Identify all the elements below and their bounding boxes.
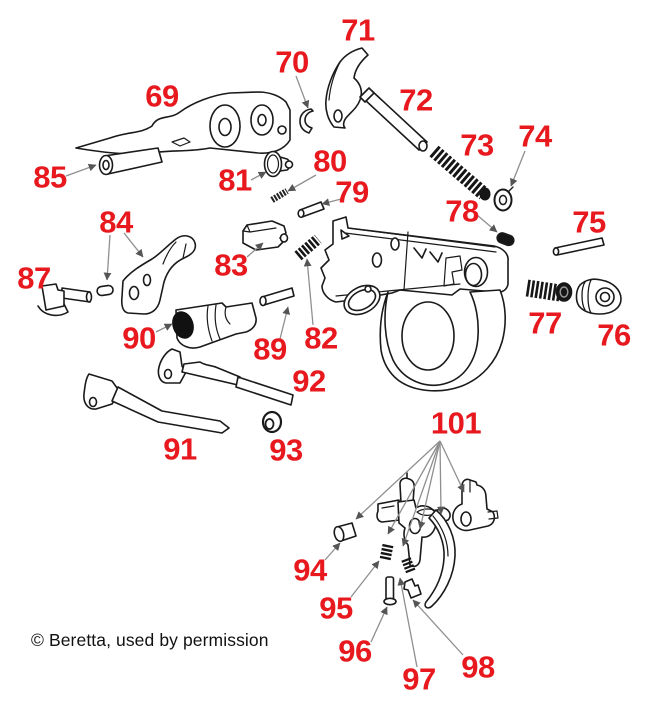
copyright-credit: © Beretta, used by permission [31,630,269,650]
part-90-sleeve [172,302,257,349]
callout-82: 82 [304,320,338,356]
part-76-round-cap [575,278,622,315]
leader-97 [397,577,418,668]
callout-75: 75 [572,204,606,240]
callout-90: 90 [122,320,156,356]
callout-77: 77 [528,305,562,341]
callout-78: 78 [445,193,479,229]
callout-72: 72 [399,82,433,118]
callout-87: 87 [17,260,51,296]
leader-lines [65,75,526,668]
leader-101 [401,440,441,547]
part-91-bent-lever [83,373,230,434]
part-75-straight-pin [552,237,605,256]
leader-90 [155,323,173,333]
callout-96: 96 [338,633,372,669]
part-98-stepped-piston [403,578,422,599]
callout-92: 92 [292,363,326,399]
part-89-short-pin [259,287,295,307]
callout-91: 91 [163,431,197,467]
callout-101: 101 [430,405,482,441]
part-101-trigger-group [376,472,499,609]
leader-94 [324,542,341,561]
leader-95 [350,560,380,598]
part-71-cocking-lever [325,47,369,129]
callout-83: 83 [214,247,248,283]
part-80-small-spring [270,188,289,203]
callout-98: 98 [461,649,495,685]
part-70-retaining-clip [299,108,314,134]
callout-81: 81 [218,162,252,198]
leader-84 [123,232,144,258]
leader-81 [250,171,267,181]
part-92-bent-lever [157,348,294,406]
part-95-small-dark-spring [379,543,394,562]
leader-101 [387,440,441,535]
part-85-bushing-pin [98,147,163,176]
part-74-eyelet-ring [493,186,514,212]
part-93-washer [261,410,283,434]
leader-89 [279,306,291,340]
callout-97: 97 [402,661,436,697]
leader-101 [417,440,441,530]
callout-79: 79 [335,174,369,210]
callout-85: 85 [33,159,67,195]
callout-73: 73 [460,127,494,163]
callout-69: 69 [145,78,179,114]
callout-93: 93 [269,432,303,468]
part-94-bushing [333,522,357,543]
part-78-small-dark-pin [496,232,515,247]
part-83-block [242,220,289,251]
part-72-headed-pin [359,87,428,152]
part-84-curved-bracket [96,234,197,315]
part-96-plunger [383,576,397,606]
leader-98 [412,599,464,656]
part-81-flanged-button [263,150,294,178]
callout-80: 80 [313,143,347,179]
part-82-dark-coil-spring [294,234,322,261]
receiver-frame [320,216,509,392]
leader-96 [370,606,388,643]
callout-95: 95 [319,590,353,626]
callout-70: 70 [275,44,309,80]
callout-76: 76 [597,317,631,353]
callout-84: 84 [99,204,133,240]
leader-80 [287,174,317,192]
leader-70 [295,75,310,109]
leader-82 [303,258,314,326]
part-73-coil-spring [429,145,491,201]
leader-84 [103,234,112,281]
leader-85 [65,163,97,177]
leader-79 [321,198,342,206]
leader-83 [246,242,264,258]
leader-101 [437,440,445,515]
leader-101 [355,440,441,520]
callout-74: 74 [518,118,552,154]
part-69-hammer-assembly [75,91,291,155]
callout-94: 94 [293,552,327,588]
part-87-headed-bolt [37,283,93,317]
leader-74 [510,150,526,187]
callout-89: 89 [253,331,287,367]
part-97-small-dark-spring [401,557,416,574]
leader-78 [476,214,498,233]
part-79-short-pin [297,201,325,219]
callout-71: 71 [341,12,375,48]
leader-101 [439,440,465,493]
part-77-dark-coil-spring [525,279,573,302]
